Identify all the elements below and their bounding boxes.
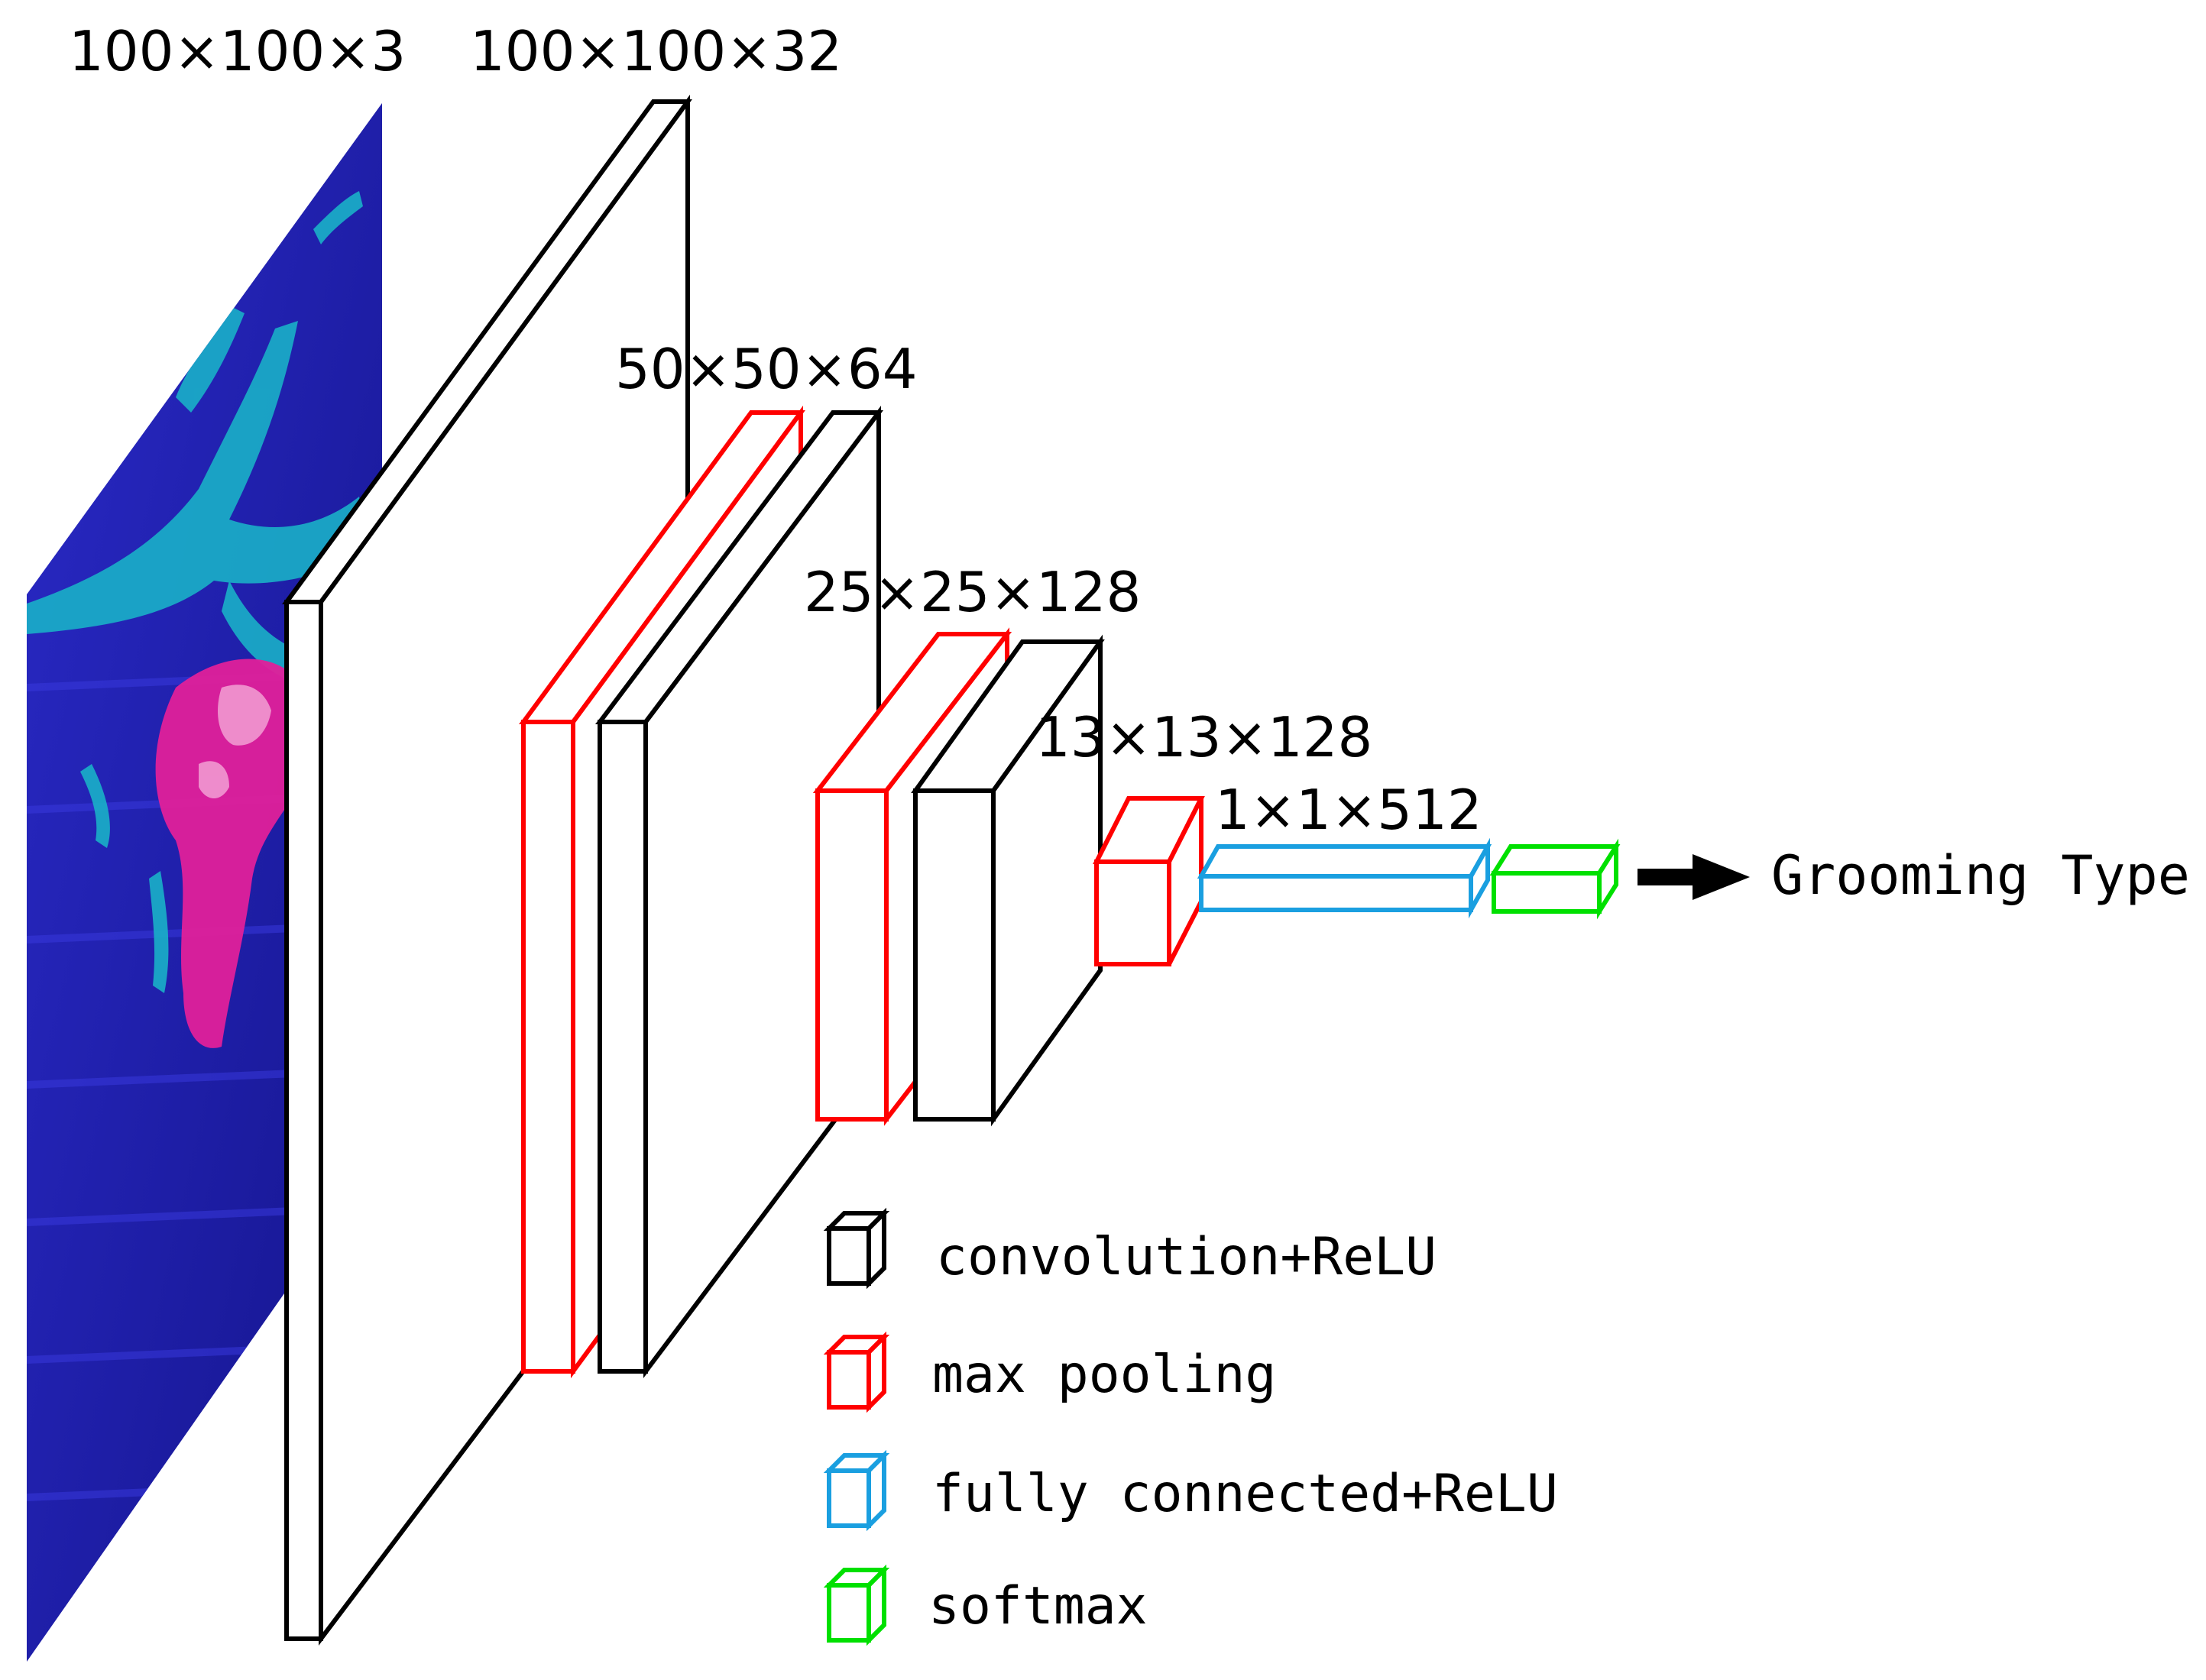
conv3-layer-block [911, 634, 1105, 1127]
legend-label-convolution: convolution+ReLU [936, 1227, 1437, 1287]
conv1-dim-label: 100×100×32 [470, 19, 842, 83]
conv2-layer-block [594, 406, 884, 1378]
red-cube-icon [823, 1331, 890, 1413]
output-label: Grooming Type [1771, 844, 2190, 907]
legend-label-softmax: softmax [928, 1576, 1148, 1636]
pool4-layer-block [1093, 796, 1205, 966]
fc-layer-block [1197, 837, 1492, 919]
legend-label-max-pooling: max pooling [932, 1345, 1276, 1405]
green-cube-icon [823, 1564, 890, 1646]
softmax-layer-block [1489, 838, 1621, 920]
pool3-dim-label: 13×13×128 [1035, 705, 1372, 769]
output-arrow-icon [1637, 854, 1750, 900]
blue-cube-icon [823, 1449, 890, 1532]
fc-dim-label: 1×1×512 [1215, 778, 1482, 842]
legend-label-fully-connected: fully connected+ReLU [932, 1464, 1558, 1524]
input-dim-label: 100×100×3 [69, 19, 406, 83]
black-cube-icon [823, 1207, 890, 1290]
block2-dim-label: 50×50×64 [615, 337, 918, 401]
legend: convolution+ReLU max pooling fully conne… [823, 1207, 1558, 1646]
block3-dim-label: 25×25×128 [804, 560, 1141, 624]
